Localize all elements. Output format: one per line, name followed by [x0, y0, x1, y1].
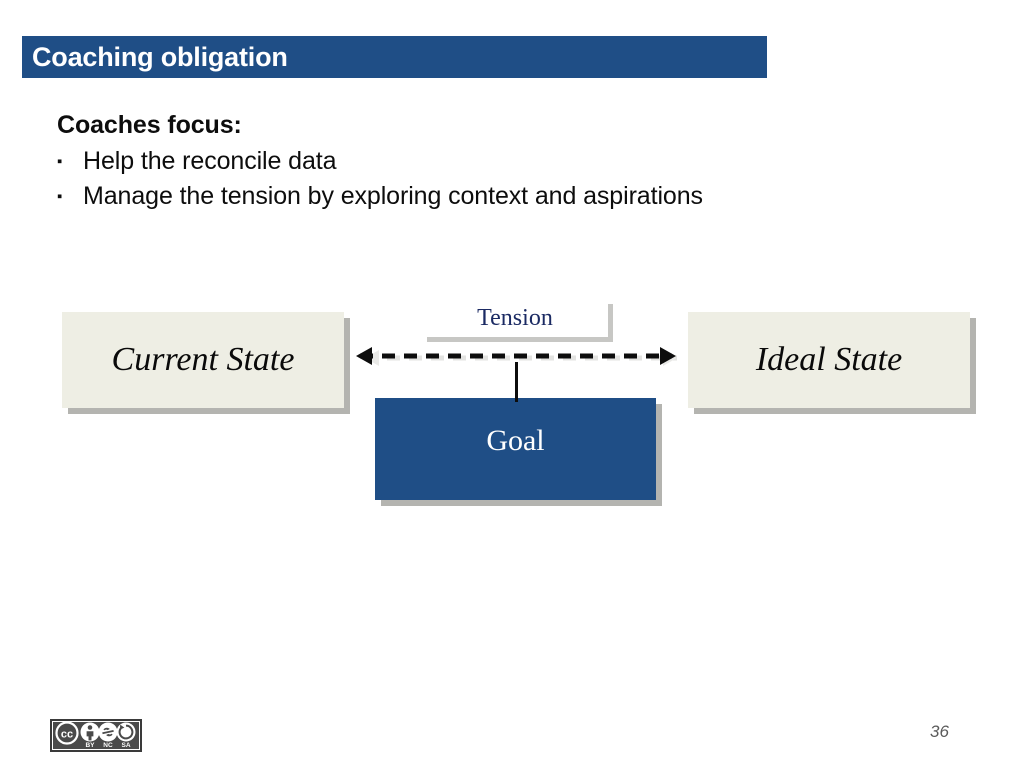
list-item: ▪ Manage the tension by exploring contex… [57, 181, 957, 212]
node-label-current-state: Current State [111, 341, 295, 378]
node-label-goal: Goal [486, 424, 545, 457]
bullet-square-icon: ▪ [57, 188, 63, 205]
list-item-label: Manage the tension by exploring context … [83, 182, 703, 210]
svg-text:BY: BY [85, 742, 95, 749]
node-face [375, 398, 656, 500]
diagram-node-ideal-state: Ideal State [688, 312, 976, 414]
diagram-node-goal: Goal [375, 398, 662, 506]
node-face [62, 312, 344, 408]
page-number: 36 [930, 722, 949, 741]
slide-title-bar: Coaching obligation [22, 36, 767, 78]
connector-stem [515, 362, 518, 402]
list-item: ▪ Help the reconcile data [57, 146, 957, 177]
svg-text:cc: cc [61, 729, 73, 741]
list-item-label: Help the reconcile data [83, 146, 337, 175]
svg-text:SA: SA [121, 742, 130, 749]
node-face [688, 312, 970, 408]
content-block: Coaches focus: ▪ Help the reconcile data… [57, 110, 957, 212]
diagram-label-tension: Tension [422, 299, 613, 342]
bullet-square-icon: ▪ [57, 152, 63, 170]
node-label-ideal-state: Ideal State [755, 341, 903, 378]
creative-commons-license-icon: cc BY NC SA [50, 719, 142, 752]
diagram-node-current-state: Current State [62, 312, 350, 414]
lead-heading: Coaches focus: [57, 111, 242, 139]
page-title: Coaching obligation [32, 41, 288, 72]
double-headed-dashed-arrow-icon [338, 346, 694, 372]
svg-text:NC: NC [103, 742, 113, 749]
node-face [422, 299, 608, 337]
node-label-tension: Tension [477, 304, 553, 331]
